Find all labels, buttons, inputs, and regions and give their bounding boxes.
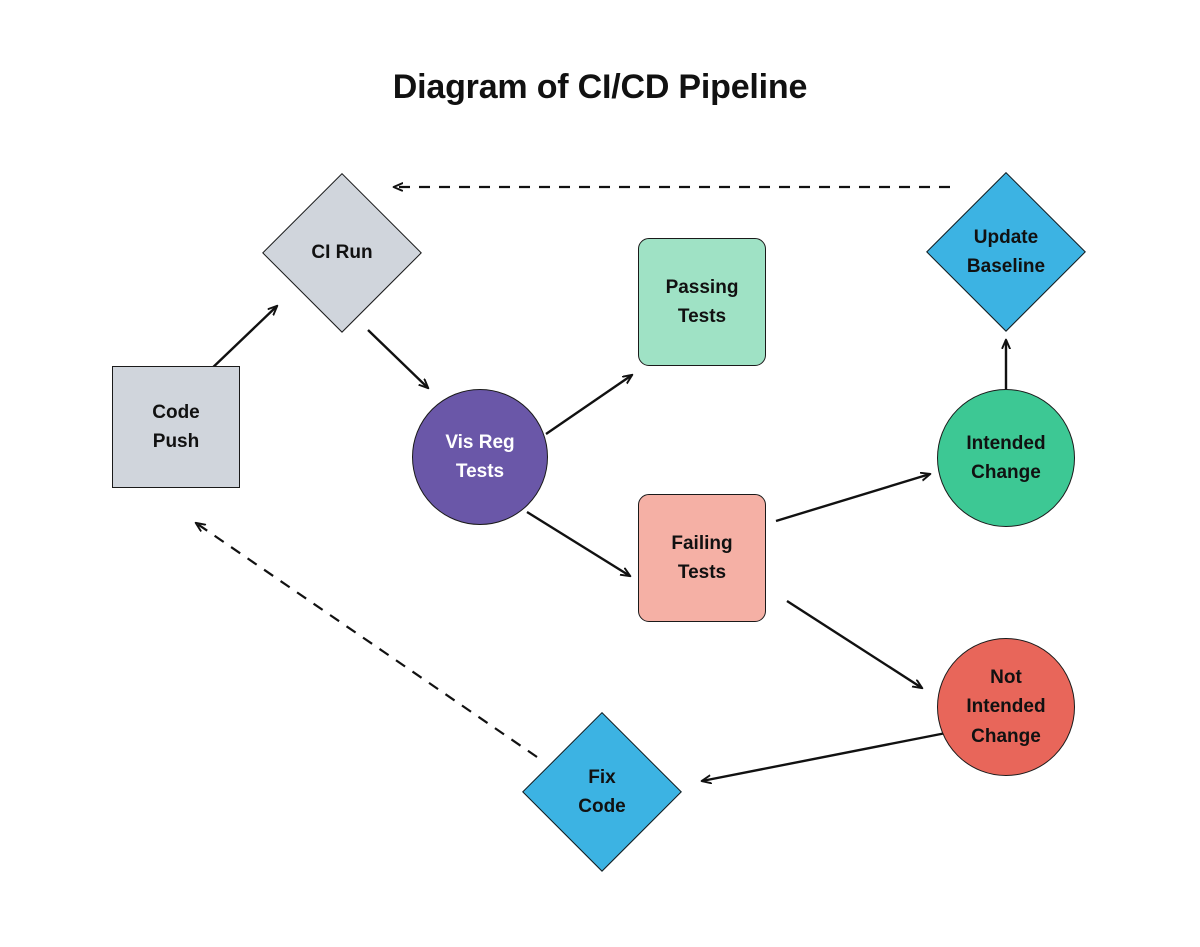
node-code-push[interactable]: Code Push (112, 366, 240, 488)
node-update-baseline[interactable]: Update Baseline (926, 172, 1086, 332)
node-vis-reg-tests[interactable]: Vis Reg Tests (412, 389, 548, 525)
diamond-shape-fix-code (522, 712, 682, 872)
edge-fix-code-to-code-push (196, 523, 538, 758)
edge-vis-reg-tests-to-passing-tests (545, 375, 632, 435)
edge-ci-run-to-vis-reg-tests (367, 329, 428, 388)
node-fix-code[interactable]: Fix Code (522, 712, 682, 872)
node-label-vis-reg-tests: Vis Reg Tests (445, 431, 515, 482)
page-title: Diagram of CI/CD Pipeline (392, 68, 808, 106)
edge-not-intended-change-to-fix-code (702, 731, 947, 781)
node-failing-tests[interactable]: Failing Tests (638, 494, 766, 622)
node-intended-change[interactable]: Intended Change (937, 389, 1075, 527)
node-not-intended-change[interactable]: Not Intended Change (937, 638, 1075, 776)
node-passing-tests[interactable]: Passing Tests (638, 238, 766, 366)
node-label-not-intended-change: Not Intended Change (966, 666, 1046, 747)
node-label-passing-tests: Passing Tests (665, 276, 739, 327)
node-label-intended-change: Intended Change (966, 432, 1046, 483)
node-label-code-push: Code Push (152, 401, 200, 452)
node-ci-run[interactable]: CI Run (262, 173, 422, 333)
edge-failing-tests-to-not-intended-change (786, 599, 922, 688)
edge-vis-reg-tests-to-failing-tests (526, 510, 630, 576)
diamond-shape-update-baseline (926, 172, 1086, 332)
edge-failing-tests-to-intended-change (775, 474, 930, 523)
diamond-shape-ci-run (262, 173, 422, 333)
node-label-failing-tests: Failing Tests (671, 532, 733, 583)
edge-code-push-to-ci-run (206, 306, 277, 374)
